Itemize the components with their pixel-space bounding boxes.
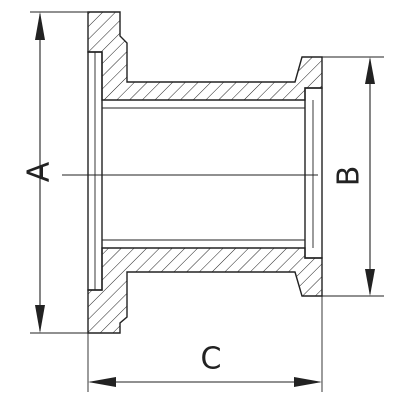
dim-c-arrow-left [88,377,116,387]
right-flange-face [304,87,323,259]
dim-b-arrow-bottom [365,269,375,296]
dim-a-label: A [22,161,57,182]
dim-b-label: B [332,166,367,187]
lower-wall-section [87,247,323,334]
dim-a-arrow-top [35,12,45,40]
dim-c-label: C [201,342,222,377]
dim-a-arrow-bottom [35,305,45,333]
upper-wall-section [87,11,323,101]
dim-c-arrow-right [294,377,322,387]
dim-b-arrow-top [365,57,375,84]
